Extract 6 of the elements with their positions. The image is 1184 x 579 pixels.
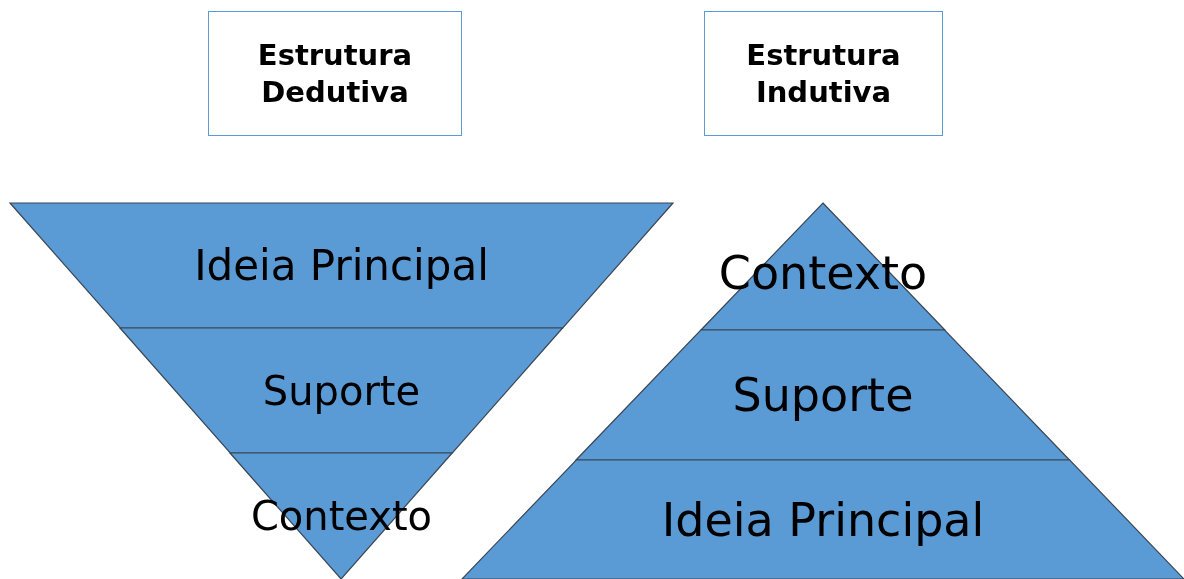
title-box: Estrutura Indutiva	[704, 11, 943, 136]
band-label: Ideia Principal	[194, 241, 489, 290]
band-label: Suporte	[732, 368, 914, 422]
title-box: Estrutura Dedutiva	[208, 11, 462, 136]
band-label: Suporte	[262, 367, 421, 414]
band-label: Ideia Principal	[661, 492, 985, 547]
